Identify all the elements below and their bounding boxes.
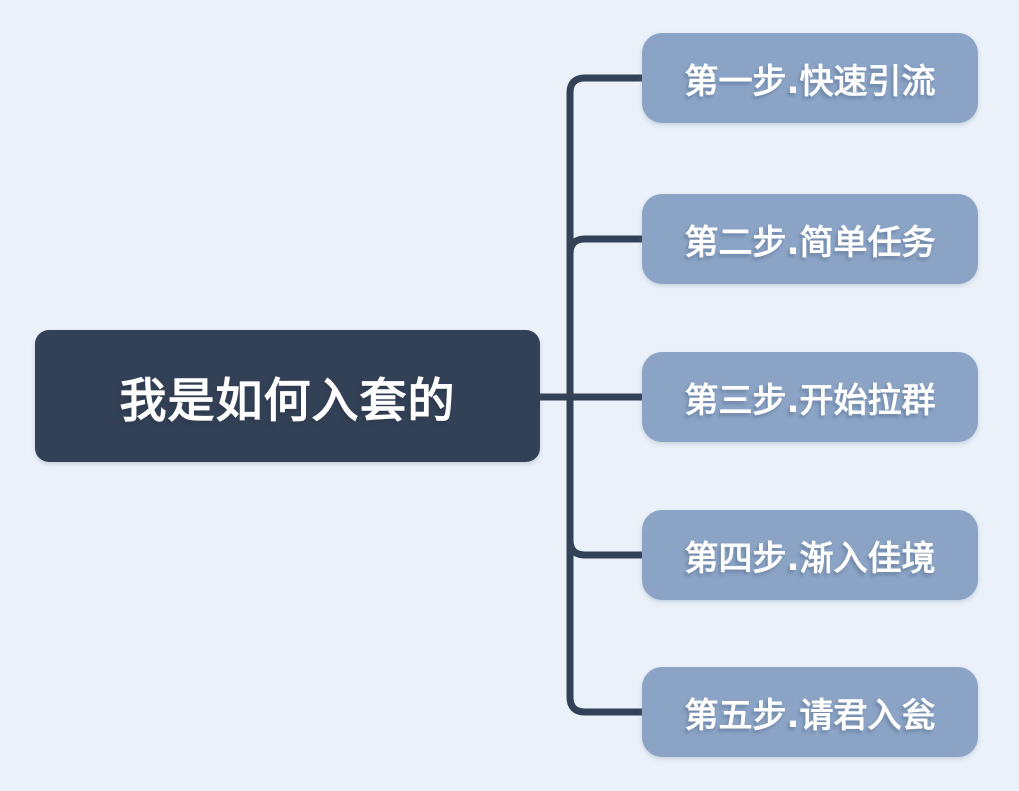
branch-node-label: 第五步.请君入瓮 bbox=[684, 695, 936, 736]
branch-node-label: 第二步.简单任务 bbox=[684, 222, 936, 263]
connector-branch4 bbox=[566, 536, 646, 559]
branch-node-step5[interactable]: 第五步.请君入瓮 bbox=[642, 667, 978, 757]
branch-node-step3[interactable]: 第三步.开始拉群 bbox=[642, 352, 978, 442]
root-node[interactable]: 我是如何入套的 bbox=[35, 330, 540, 462]
connector-branch2 bbox=[566, 235, 646, 258]
branch-node-label: 第四步.渐入佳境 bbox=[684, 538, 936, 579]
branch-node-step4[interactable]: 第四步.渐入佳境 bbox=[642, 510, 978, 600]
branch-node-step2[interactable]: 第二步.简单任务 bbox=[642, 194, 978, 284]
connector-trunk-branch1-branch5 bbox=[566, 74, 646, 716]
root-node-label: 我是如何入套的 bbox=[119, 373, 456, 429]
connector-group bbox=[536, 74, 646, 716]
branch-node-label: 第一步.快速引流 bbox=[684, 61, 936, 102]
branch-node-step1[interactable]: 第一步.快速引流 bbox=[642, 33, 978, 123]
branch-node-label: 第三步.开始拉群 bbox=[684, 380, 936, 421]
